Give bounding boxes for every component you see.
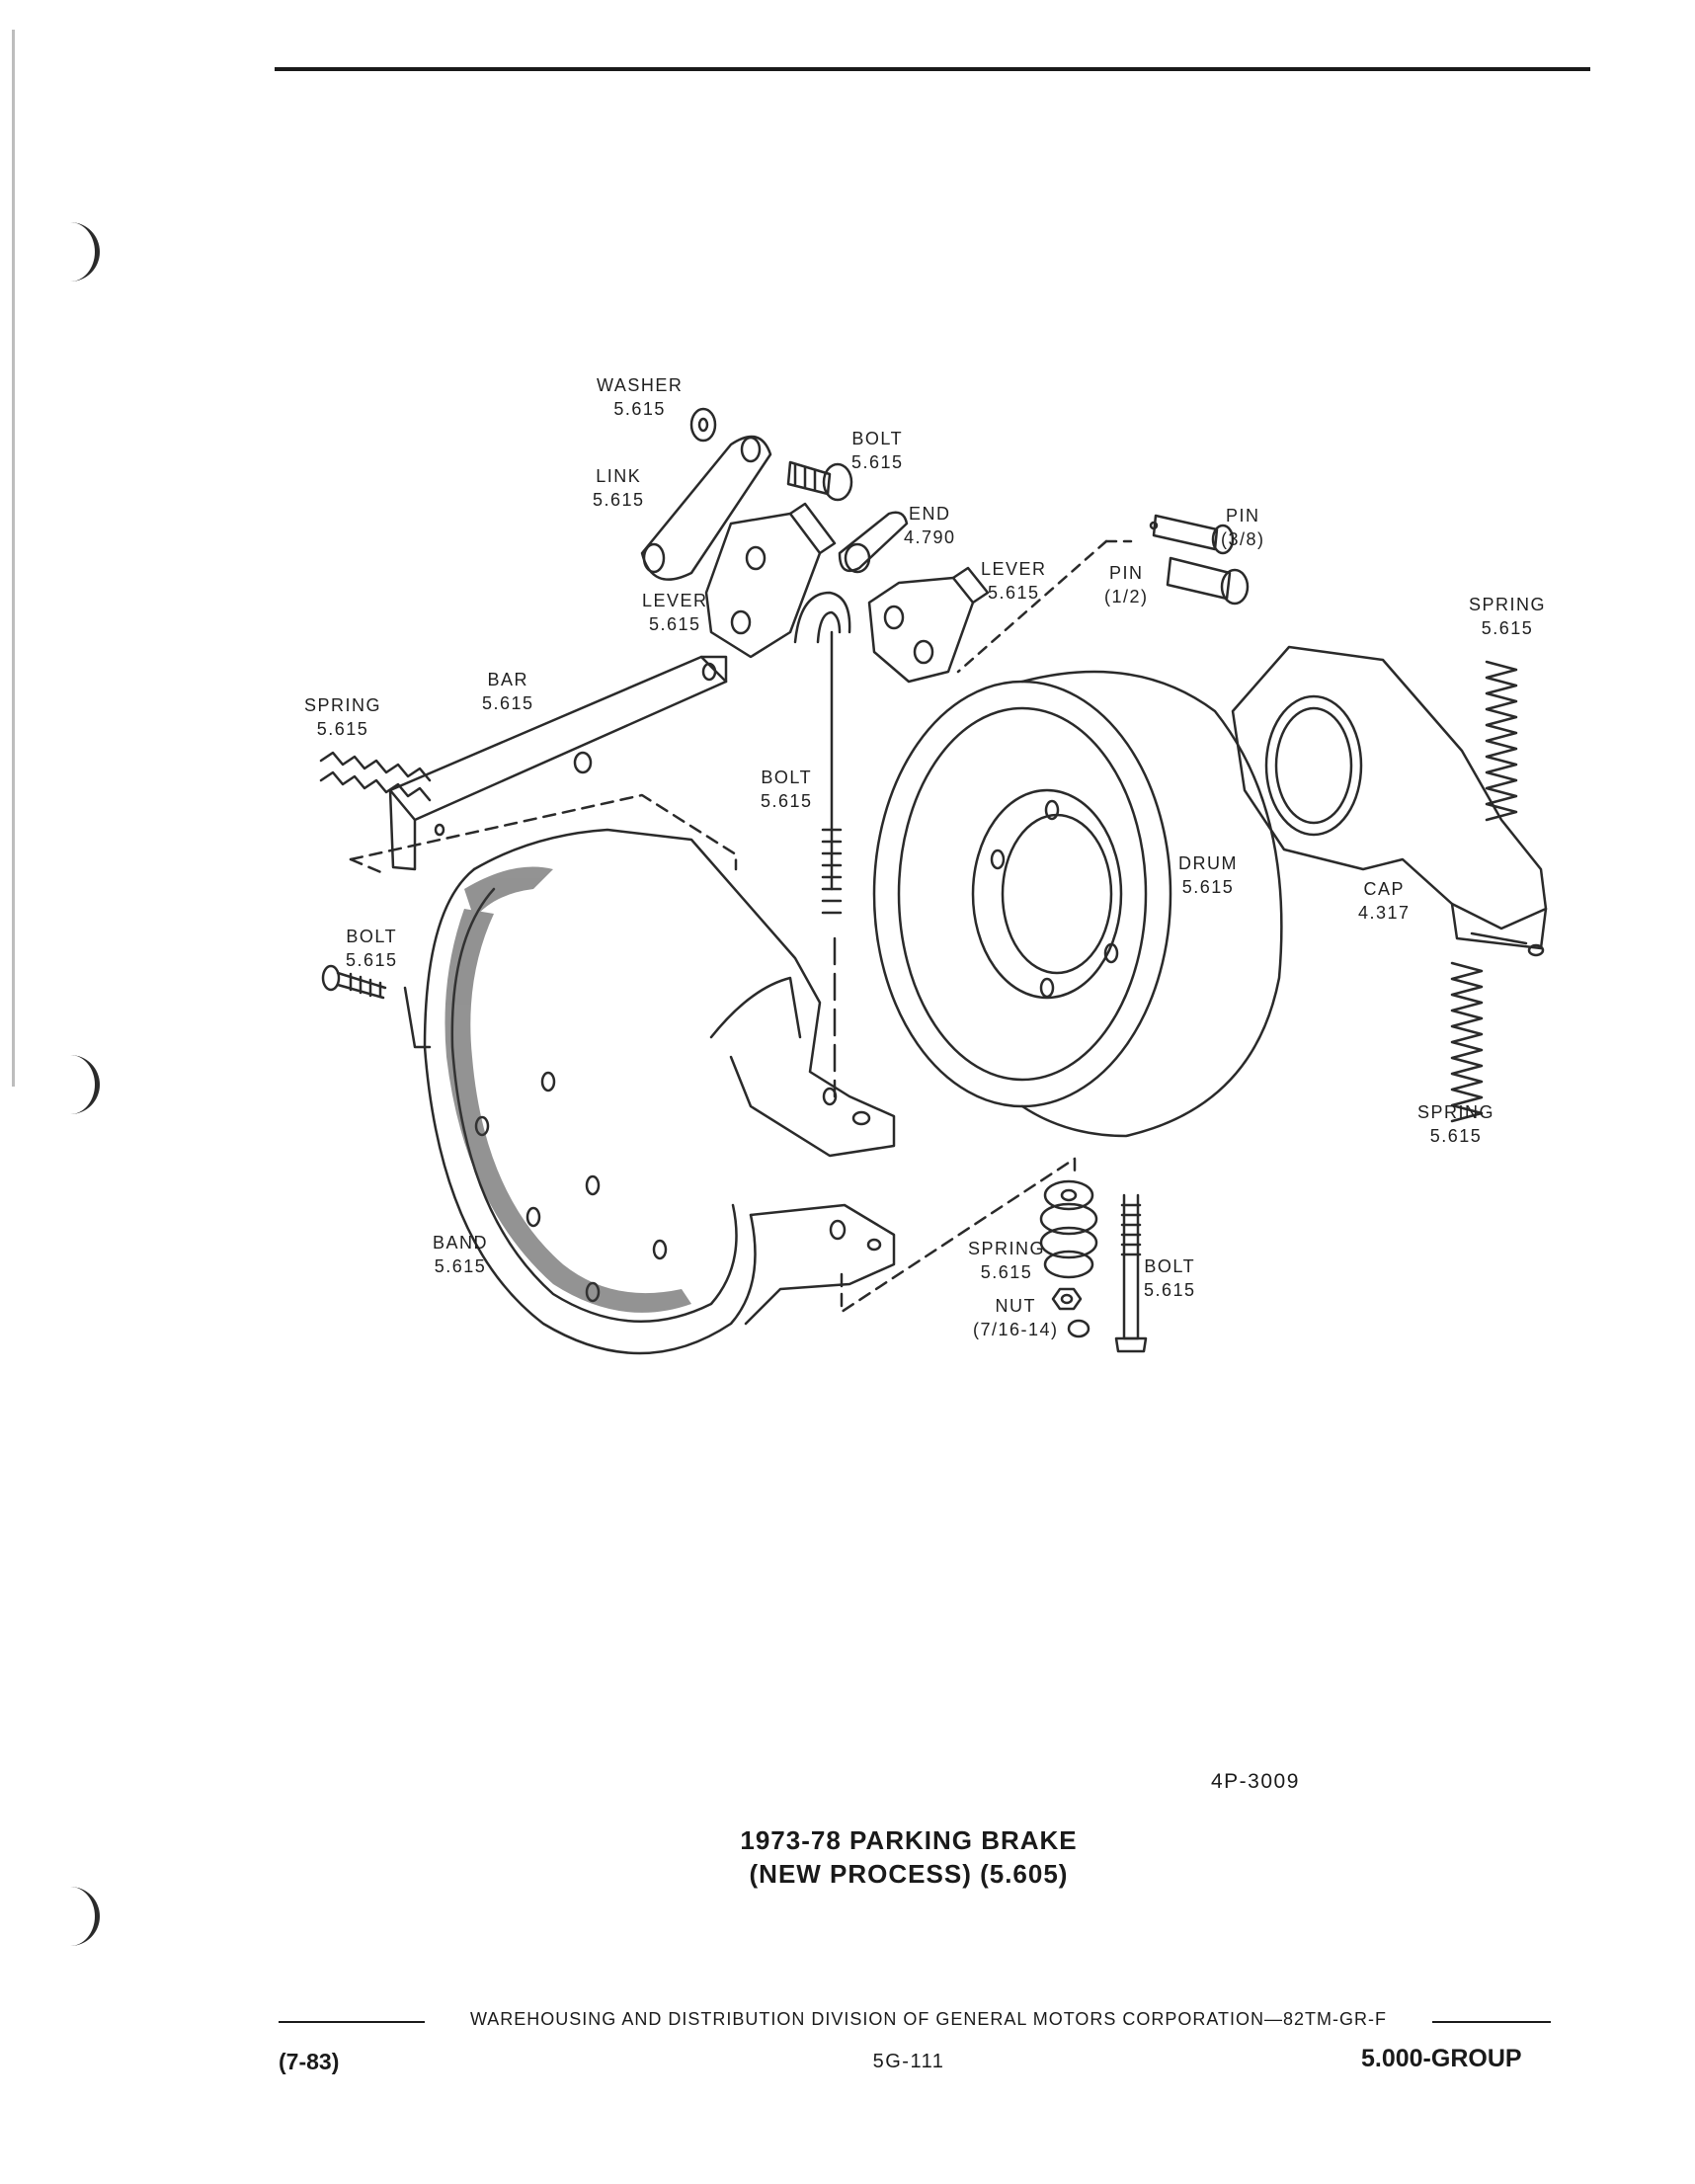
page-number: 5G-111 (872, 2051, 945, 2072)
nut-part (1051, 1287, 1083, 1311)
spring-bottom-part (1039, 1179, 1098, 1279)
bolt-bottom-part (1114, 1193, 1148, 1353)
figure-caption: 1973-78 PARKING BRAKE (NEW PROCESS) (5.6… (672, 1823, 1146, 1891)
lever-left-part (704, 502, 837, 659)
caption-line-1: 1973-78 PARKING BRAKE (740, 1825, 1078, 1855)
bolt-top-part (786, 460, 853, 502)
footer-rule-left (279, 2021, 427, 2023)
footer-rule-right (1430, 2021, 1551, 2023)
caption-line-2: (NEW PROCESS) (5.605) (749, 1859, 1069, 1889)
callout-pin-1-2: PIN(1/2) (1104, 563, 1149, 607)
header-rule (275, 67, 1590, 71)
bolt-left-part (321, 964, 432, 1049)
binder-hole-middle (69, 1055, 100, 1114)
footer-group: 5.000-GROUP (1361, 2045, 1522, 2072)
callout-nut: NUT(7/16-14) (973, 1296, 1059, 1339)
spring-upper-right-part (1485, 660, 1518, 822)
lever-right-part (867, 566, 990, 684)
bar-part (388, 655, 728, 871)
band-lining-texture (444, 866, 691, 1313)
footer-corporation: WAREHOUSING AND DISTRIBUTION DIVISION OF… (425, 2009, 1432, 2030)
end-part (838, 511, 909, 574)
callout-pin-3-8: PIN(3/8) (1221, 506, 1265, 549)
pin-1-2-part (1166, 556, 1250, 606)
footer-date: (7-83) (279, 2049, 340, 2074)
binder-hole-top (69, 222, 100, 282)
figure-code: 4P-3009 (1211, 1770, 1300, 1793)
binder-edge (12, 30, 15, 1087)
spring-left-part (319, 751, 432, 802)
cap-part (1231, 645, 1548, 957)
spring-lower-right-part (1450, 961, 1484, 1123)
pin-3-8-part (1149, 514, 1235, 555)
drum-part (872, 670, 1283, 1138)
bolt-center-part (793, 591, 851, 1098)
band-part (423, 828, 896, 1355)
washer-bottom-part (1067, 1319, 1090, 1338)
washer-part (689, 407, 717, 443)
binder-hole-bottom (69, 1887, 100, 1946)
link-part (640, 435, 772, 581)
